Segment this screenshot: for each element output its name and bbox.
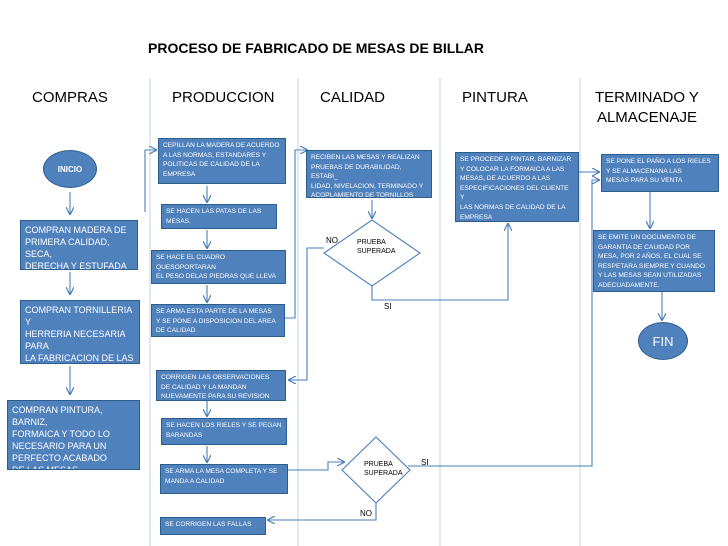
arrow-d2-si: [408, 180, 599, 467]
arrow-p4-q1: [285, 150, 307, 319]
decision-2-no: NO: [360, 509, 372, 518]
terminado-step-1: SE PONE EL PAÑO A LOS RIELES Y SE ALMACE…: [601, 154, 719, 192]
pintura-step-1-text: SE PROCEDE A PINTAR, BARNIZAR Y COLOCAR …: [460, 156, 572, 221]
column-compras: COMPRAS: [32, 89, 108, 106]
produccion-step-5: CORRIGEN LAS OBSERVACIONES DE CALIDAD Y …: [156, 370, 286, 401]
pintura-step-1: SE PROCEDE A PINTAR, BARNIZAR Y COLOCAR …: [455, 152, 579, 222]
decision-2-label: PRUEBA SUPERADA: [364, 461, 403, 477]
produccion-step-4: SE ARMA ESTA PARTE DE LA MESAS Y SE PONE…: [151, 304, 285, 337]
arrow-d1-no: [289, 247, 324, 380]
decision-1-label: PRUEBA SUPERADA: [357, 239, 396, 255]
produccion-step-8: SE CORRIGEN LAS FALLAS: [160, 517, 266, 535]
compras-step-3-text: COMPRAN PINTURA, BARNIZ, FORMAICA Y TODO…: [12, 405, 110, 470]
compras-step-2-text: COMPRAN TORNILLERIA Y HERRERIA NECESARIA…: [25, 305, 134, 363]
produccion-step-6: SE HACEN LOS RIELES Y SE PEGAN BARANDAS: [161, 418, 287, 445]
compras-step-1-text: COMPRAN MADERA DE PRIMERA CALIDAD, SECA,…: [25, 225, 127, 270]
compras-step-3: COMPRAN PINTURA, BARNIZ, FORMAICA Y TODO…: [7, 400, 140, 470]
produccion-step-7: SE ARMA LA MESA COMPLETA Y SE MANDA A CA…: [160, 464, 288, 494]
produccion-step-3-text: SE HACE EL CUADRO QUESOPORTARAN EL PESO …: [156, 254, 276, 283]
produccion-step-3: SE HACE EL CUADRO QUESOPORTARAN EL PESO …: [151, 250, 286, 284]
compras-step-1: COMPRAN MADERA DE PRIMERA CALIDAD, SECA,…: [20, 220, 138, 270]
produccion-step-1-text: CEPILLAN LA MADERA DE ACUERDO A LAS NORM…: [163, 142, 280, 178]
calidad-step-1: RECIBEN LAS MESAS Y REALIZAN PRUEBAS DE …: [306, 150, 432, 198]
column-calidad: CALIDAD: [320, 89, 386, 106]
terminado-step-2-text: SE EMITE UN DOCUMENTO DE GARANTIA DE CAU…: [598, 234, 705, 289]
arrow-p7-d2: [288, 462, 344, 471]
decision-diamond-1: [323, 219, 421, 287]
terminado-step-1-text: SE PONE EL PAÑO A LOS RIELES Y SE ALMACE…: [606, 158, 711, 185]
inicio-oval: INICIO: [43, 150, 97, 188]
produccion-step-2-text: SE HACEN LAS PATAS DE LAS MESAS.: [166, 208, 262, 225]
fin-label: FIN: [652, 333, 674, 349]
arrow-d2-no: [268, 502, 377, 520]
produccion-step-7-text: SE ARMA LA MESA COMPLETA Y SE MANDA A CA…: [165, 468, 278, 485]
produccion-step-2: SE HACEN LAS PATAS DE LAS MESAS.: [161, 204, 277, 229]
arrow-d1-si: [371, 224, 508, 301]
calidad-step-1-text: RECIBEN LAS MESAS Y REALIZAN PRUEBAS DE …: [311, 154, 424, 198]
decision-2-si: SI: [421, 458, 429, 467]
produccion-step-6-text: SE HACEN LOS RIELES Y SE PEGAN BARANDAS: [166, 422, 282, 439]
terminado-step-2: SE EMITE UN DOCUMENTO DE GARANTIA DE CAU…: [593, 230, 715, 292]
produccion-step-5-text: CORRIGEN LAS OBSERVACIONES DE CALIDAD Y …: [161, 374, 270, 401]
column-produccion: PRODUCCION: [172, 89, 275, 106]
column-pintura: PINTURA: [462, 89, 528, 106]
fin-oval: FIN: [638, 322, 688, 360]
produccion-step-4-text: SE ARMA ESTA PARTE DE LA MESAS Y SE PONE…: [156, 308, 276, 335]
decision-diamond-2: [341, 436, 411, 504]
decision-1-si: SI: [384, 302, 392, 311]
produccion-step-1: CEPILLAN LA MADERA DE ACUERDO A LAS NORM…: [158, 138, 286, 184]
column-terminado: TERMINADO Y ALMACENAJE: [595, 89, 699, 126]
inicio-label: INICIO: [57, 164, 83, 174]
arrow-c1-p1: [144, 150, 156, 212]
compras-step-2: COMPRAN TORNILLERIA Y HERRERIA NECESARIA…: [20, 300, 140, 364]
produccion-step-8-text: SE CORRIGEN LAS FALLAS: [165, 521, 252, 528]
decision-1-no: NO: [326, 236, 338, 245]
diagram-title: PROCESO DE FABRICADO DE MESAS DE BILLAR: [148, 40, 485, 56]
